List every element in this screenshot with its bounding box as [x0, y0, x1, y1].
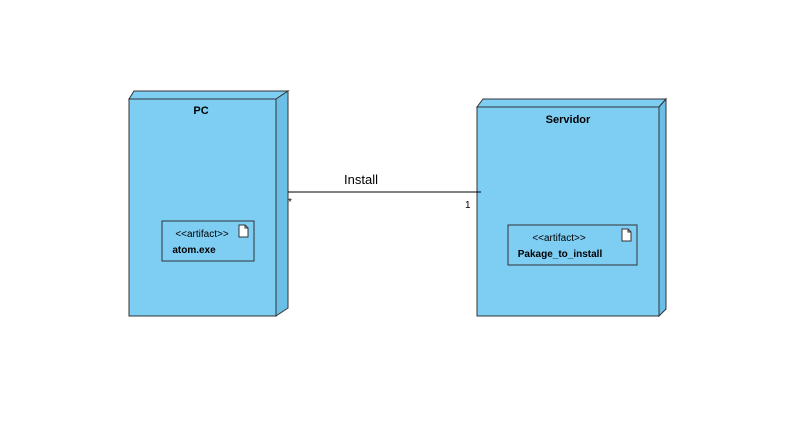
node-pc-side-face — [275, 90, 289, 317]
node-servidor-top-face — [476, 98, 668, 108]
association-install[interactable]: Install * 1 — [288, 172, 481, 211]
document-icon — [238, 224, 249, 238]
node-pc-body — [128, 98, 277, 317]
node-servidor-name: Servidor — [546, 114, 591, 126]
node-pc-top-face — [128, 90, 290, 100]
artifact-pakage-to-install-box — [507, 224, 638, 266]
artifact-pakage-to-install[interactable]: <<artifact>> Pakage_to_install — [507, 224, 638, 266]
artifact-atom-exe-stereotype: <<artifact>> — [175, 229, 229, 240]
artifact-pakage-to-install-stereotype: <<artifact>> — [532, 233, 586, 244]
document-icon — [621, 228, 632, 242]
node-pc-name: PC — [193, 105, 208, 117]
target-multiplicity: 1 — [465, 200, 471, 211]
node-servidor-side-face — [658, 97, 667, 318]
node-servidor-body — [476, 106, 660, 317]
artifact-atom-exe-name: atom.exe — [172, 245, 216, 256]
node-pc[interactable]: PC <<artifact>> atom.exe — [128, 90, 290, 317]
node-servidor[interactable]: Servidor <<artifact>> Pakage_to_install — [476, 97, 668, 318]
artifact-pakage-to-install-name: Pakage_to_install — [518, 249, 603, 260]
association-label: Install — [344, 172, 378, 187]
artifact-atom-exe[interactable]: <<artifact>> atom.exe — [161, 220, 255, 262]
source-multiplicity: * — [288, 197, 292, 208]
